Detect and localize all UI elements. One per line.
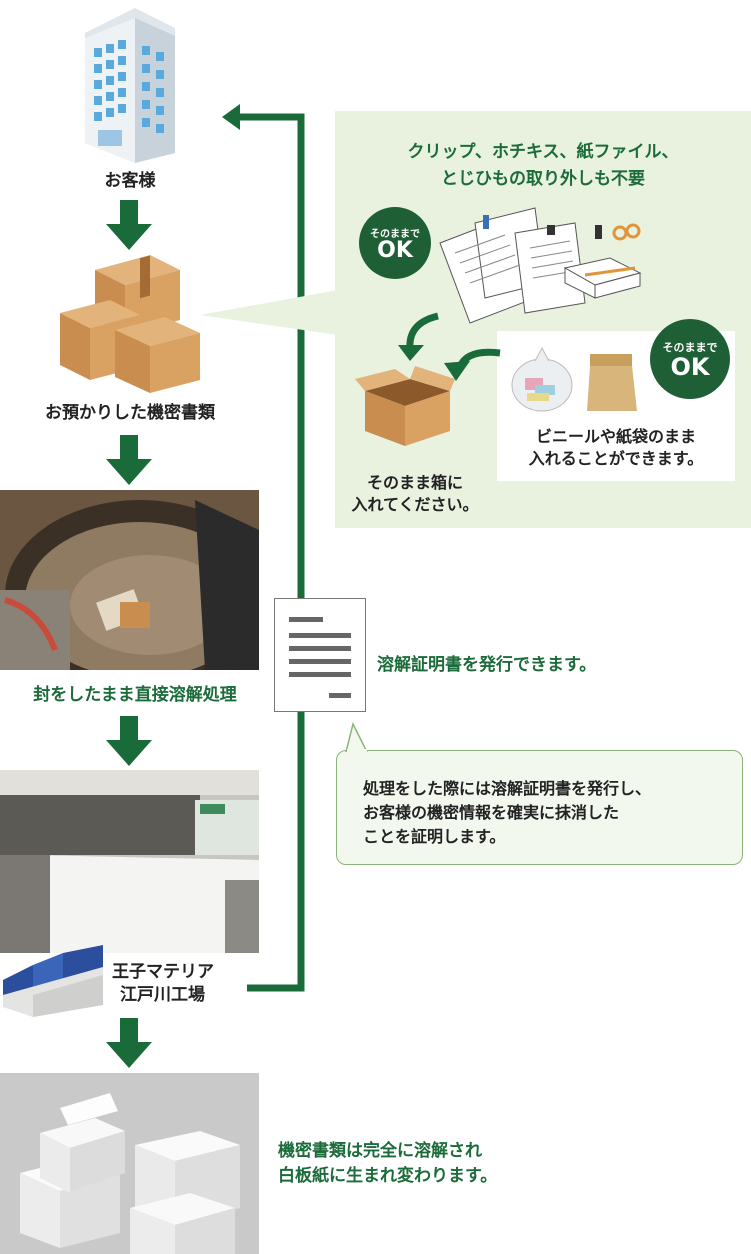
ok-badge-small-text: そのままで	[662, 341, 718, 354]
down-arrow-icon	[106, 716, 152, 766]
curved-arrow-icon	[444, 348, 501, 381]
bubble-line-1: 処理をした際には溶解証明書を発行し、	[363, 779, 652, 798]
white-boxes-photo	[0, 1073, 259, 1254]
ok-badge-small-text: そのままで	[370, 229, 420, 240]
factory-icon	[3, 945, 103, 1017]
panel-title-1: クリップ、ホチキス、紙ファイル、	[407, 142, 679, 162]
bag-text-2: 入れることができます。	[528, 449, 704, 468]
factory-label-2: 江戸川工場	[120, 985, 205, 1005]
certificate-bubble: 処理をした際には溶解証明書を発行し、 お客様の機密情報を確実に抹消した ことを証…	[336, 750, 743, 865]
factory-label-1: 王子マテリア	[112, 962, 214, 982]
down-arrow-icon	[106, 200, 152, 250]
bags-card: そのままで OK ビニールや紙袋のまま 入れることができます。	[444, 319, 735, 481]
box-text-1: そのまま箱に	[366, 473, 463, 492]
cardboard-boxes-icon	[60, 255, 200, 393]
panel-title-2: とじひもの取り外しも不要	[441, 169, 645, 189]
bag-text-1: ビニールや紙袋のまま	[535, 427, 696, 446]
paper-bag-icon	[587, 354, 637, 411]
down-arrow-icon	[106, 1018, 152, 1068]
paper-machine-photo	[0, 770, 259, 953]
bubble-line-3: ことを証明します。	[363, 827, 506, 846]
certificate-label: 溶解証明書を発行できます。	[377, 655, 597, 675]
customer-label: お客様	[104, 171, 156, 191]
plastic-bag-icon	[511, 346, 573, 412]
ok-badge: そのままで OK	[650, 319, 730, 399]
no-removal-panel: クリップ、ホチキス、紙ファイル、 とじひもの取り外しも不要 そのままで OK	[335, 111, 751, 528]
ok-badge-big-text: OK	[377, 238, 413, 263]
dissolving-tank-photo	[0, 490, 259, 670]
documents-label: お預かりした機密書類	[45, 403, 215, 423]
callout-pointer	[200, 290, 338, 335]
result-text-2: 白板紙に生まれ変わります。	[278, 1166, 498, 1186]
bubble-line-2: お客様の機密情報を確実に抹消した	[363, 803, 620, 822]
ok-badge-big-text: OK	[670, 353, 710, 381]
down-arrow-icon	[106, 435, 152, 485]
open-box-icon	[355, 366, 455, 446]
dissolve-label: 封をしたまま直接溶解処理	[33, 685, 237, 705]
box-text-2: 入れてください。	[351, 495, 479, 514]
office-building-icon	[85, 8, 175, 163]
documents-with-clips-icon	[439, 207, 642, 324]
curved-arrow-icon	[398, 312, 439, 361]
certificate-document-icon	[274, 598, 366, 712]
ok-badge: そのままで OK	[359, 207, 431, 279]
result-text-1: 機密書類は完全に溶解され	[278, 1141, 482, 1161]
bubble-tail	[345, 722, 368, 752]
